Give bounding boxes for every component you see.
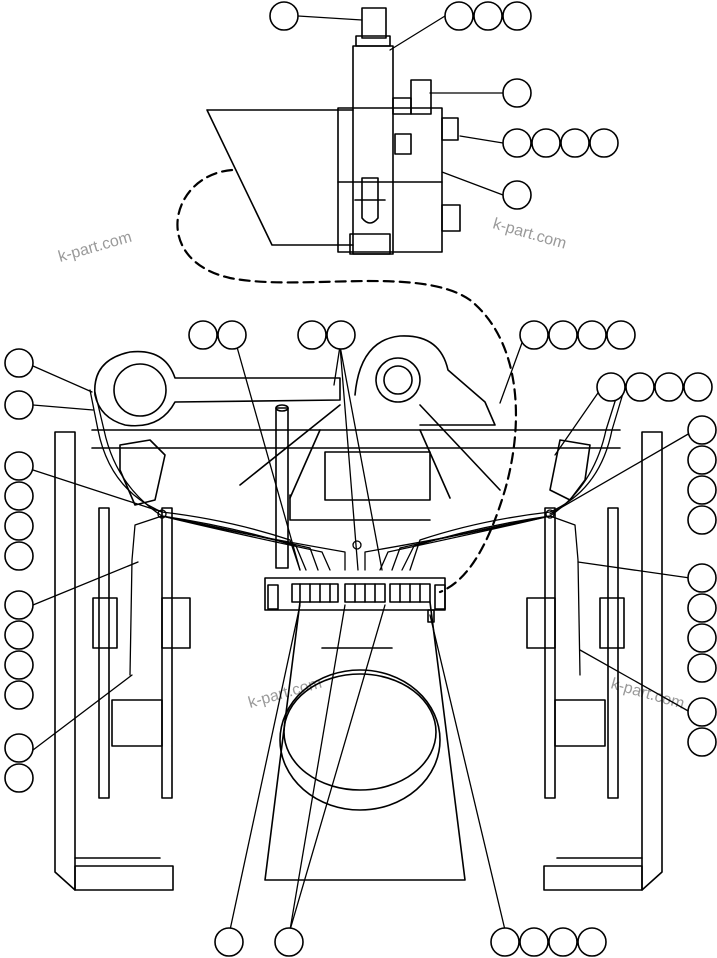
callout-balloon xyxy=(4,481,34,511)
left-hinge-lug xyxy=(94,350,341,427)
callout-balloon xyxy=(687,505,717,535)
leader-lines xyxy=(32,15,691,931)
terminal-strip xyxy=(264,577,446,623)
watermark-top-right: k-part.com xyxy=(491,216,568,253)
callout-balloon xyxy=(606,320,636,350)
callout-balloon xyxy=(687,445,717,475)
callout-balloon xyxy=(577,927,607,957)
right-hinge-lug xyxy=(354,335,496,426)
callout-balloon xyxy=(502,78,532,108)
callout-balloon xyxy=(519,927,549,957)
vertical-post xyxy=(275,407,289,569)
watermarks: k-part.com k-part.com k-part.com k-part.… xyxy=(56,216,686,713)
wiring-harness xyxy=(89,389,625,676)
right-foot xyxy=(543,865,643,891)
left-clip-bracket xyxy=(119,439,166,506)
left-side-frame xyxy=(54,431,76,891)
callout-balloon xyxy=(596,372,626,402)
callout-balloon xyxy=(548,320,578,350)
callout-balloon xyxy=(687,653,717,683)
callout-balloon xyxy=(577,320,607,350)
left-pad-2 xyxy=(161,597,191,649)
left-side-rail xyxy=(98,507,110,799)
callout-balloon xyxy=(548,927,578,957)
callout-balloon xyxy=(490,927,520,957)
callout-balloon xyxy=(4,541,34,571)
callout-balloon xyxy=(589,128,619,158)
watermark-center: k-part.com xyxy=(246,675,323,712)
lower-connector xyxy=(361,177,379,224)
housing-base xyxy=(349,233,391,255)
callout-balloon xyxy=(4,650,34,680)
dashed-detail-loop xyxy=(176,168,518,594)
valve-cap xyxy=(361,7,387,39)
left-foot xyxy=(74,865,174,891)
callout-balloon xyxy=(502,128,532,158)
right-pin-outer xyxy=(375,357,421,403)
callout-balloon xyxy=(4,763,34,793)
callout-balloon xyxy=(274,927,304,957)
callout-balloon xyxy=(654,372,684,402)
valve-assembly xyxy=(206,7,461,255)
callout-balloon xyxy=(625,372,655,402)
right-pad-2 xyxy=(526,597,556,649)
callout-balloon xyxy=(687,475,717,505)
callout-balloon xyxy=(687,697,717,727)
main-frame xyxy=(54,335,663,891)
callout-balloon xyxy=(502,180,532,210)
callout-balloon xyxy=(4,680,34,710)
fitting-middle xyxy=(394,133,412,155)
callout-balloon xyxy=(217,320,247,350)
frame-diagonals xyxy=(239,404,501,499)
callout-balloon xyxy=(214,927,244,957)
callout-balloon xyxy=(4,451,34,481)
callout-balloon xyxy=(326,320,356,350)
right-pad xyxy=(599,597,625,649)
callout-balloon xyxy=(687,563,717,593)
watermark-top-left: k-part.com xyxy=(56,229,133,266)
callout-balloon xyxy=(4,348,34,378)
center-body xyxy=(264,601,466,881)
watermark-right: k-part.com xyxy=(609,676,686,713)
right-inner-rail xyxy=(544,507,556,799)
fitting-upper xyxy=(410,79,432,115)
bolt-right-bottom xyxy=(441,204,461,232)
right-step xyxy=(554,699,606,747)
swing-ring-inner xyxy=(283,673,437,791)
left-pad xyxy=(92,597,118,649)
callout-balloon xyxy=(188,320,218,350)
callout-balloon xyxy=(297,320,327,350)
bolt-right-top xyxy=(441,117,459,141)
callout-balloon xyxy=(687,415,717,445)
callout-balloon xyxy=(4,590,34,620)
right-clip-bracket xyxy=(549,439,591,501)
callout-balloon xyxy=(531,128,561,158)
swing-ring-outer xyxy=(279,669,441,811)
callout-balloon xyxy=(519,320,549,350)
center-plate xyxy=(289,451,431,521)
callout-balloon xyxy=(444,1,474,31)
left-step xyxy=(111,699,163,747)
callout-balloon xyxy=(687,623,717,653)
callout-balloons xyxy=(4,1,717,957)
callout-balloon xyxy=(683,372,713,402)
right-side-frame xyxy=(641,431,663,891)
right-pin-inner xyxy=(383,365,413,395)
callout-balloon xyxy=(502,1,532,31)
callout-balloon xyxy=(687,593,717,623)
callout-balloon xyxy=(269,1,299,31)
fitting-upper-nut xyxy=(392,97,412,115)
callout-balloon xyxy=(4,511,34,541)
callout-balloon xyxy=(4,733,34,763)
left-pin-outer xyxy=(113,363,167,417)
callout-balloon xyxy=(4,620,34,650)
right-side-rail xyxy=(607,507,619,799)
callout-balloon xyxy=(687,727,717,757)
callout-balloon xyxy=(473,1,503,31)
bracket-plate xyxy=(206,109,354,246)
callout-balloon xyxy=(560,128,590,158)
left-inner-rail xyxy=(161,507,173,799)
callout-balloon xyxy=(4,390,34,420)
